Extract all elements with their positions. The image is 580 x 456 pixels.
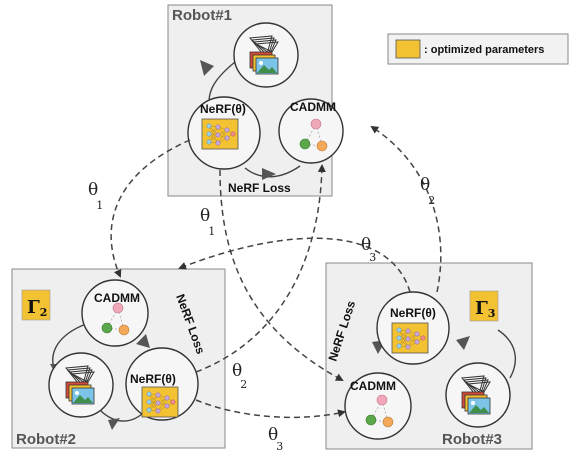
legend-swatch	[395, 39, 421, 59]
arrow-head-icon	[200, 60, 214, 76]
robot1-nerf-label: NeRF(θ)	[200, 102, 246, 116]
legend-label: : optimized parameters	[424, 44, 544, 56]
robot1-cycle-bottom	[244, 165, 301, 178]
robot1-title: Robot#1	[172, 7, 232, 24]
arrow-head-icon	[262, 168, 276, 180]
neural-network-icon	[391, 322, 429, 354]
link-robot2-nerf-to-robot1-cadmm	[195, 164, 326, 373]
robot2-title: Robot#2	[16, 431, 76, 448]
link-robot2-to-robot3-bottom	[195, 399, 346, 419]
arrow-head-icon	[136, 334, 150, 348]
robot1-cadmm-label: CADMM	[290, 100, 336, 114]
arrow-head-icon	[108, 418, 120, 430]
neural-network-icon	[201, 118, 239, 150]
link-robot3-nerf-to-robot2-cadmm	[178, 237, 411, 293]
robot2-gamma: Γ2	[27, 297, 47, 319]
neural-network-icon	[141, 386, 179, 418]
link-robot3-to-robot1-outer	[370, 125, 442, 293]
robot2-nerf-label: NeRF(θ)	[130, 372, 176, 386]
robot2-cadmm-label: CADMM	[94, 291, 140, 305]
arrow-head-icon	[456, 336, 470, 350]
link-robot1-to-robot2-outer	[110, 139, 191, 278]
robot3-cycle-right	[497, 329, 517, 379]
robot1-loss-label: NeRF Loss	[228, 181, 291, 195]
robot2-gamma-box	[21, 289, 51, 321]
robot3-cadmm-label: CADMM	[350, 379, 396, 393]
robot3-title: Robot#3	[442, 431, 502, 448]
robot3-nerf-label: NeRF(θ)	[390, 306, 436, 320]
robot2-cycle-bottom	[99, 409, 143, 422]
robot3-gamma-box	[469, 290, 499, 322]
robot3-gamma: Γ3	[475, 298, 495, 320]
link-robot1-nerf-to-robot3-cadmm	[219, 169, 344, 381]
robot3-cadmm-node	[344, 372, 412, 440]
